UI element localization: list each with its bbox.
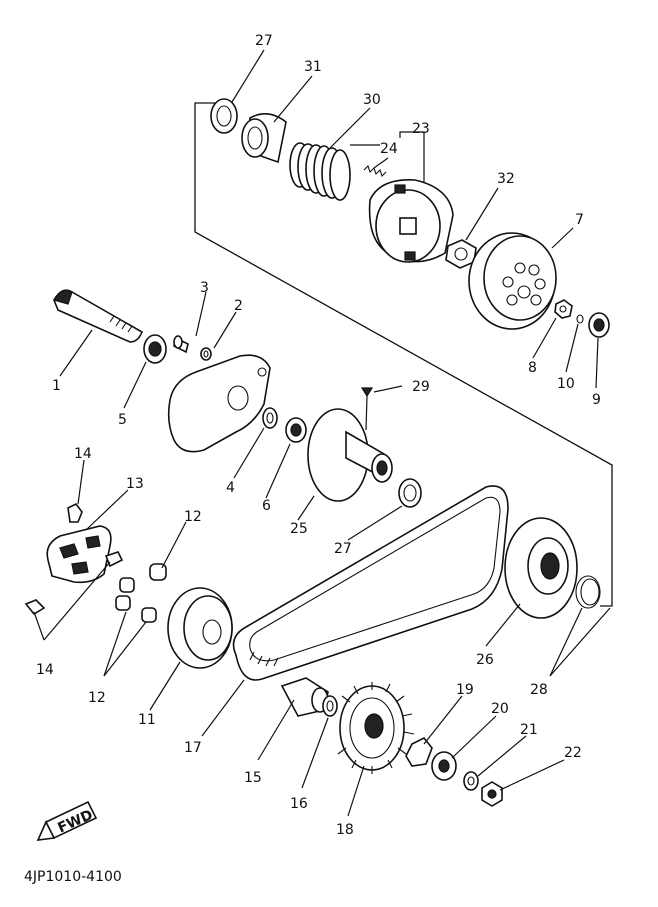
part-14-slider-upper xyxy=(67,502,83,523)
callout-31: 31 xyxy=(304,59,322,75)
part-5-bearing xyxy=(143,334,167,364)
part-24-spring-small xyxy=(363,164,387,178)
callout-5: 5 xyxy=(118,412,127,428)
part-31-collar xyxy=(241,113,287,164)
part-29-pin xyxy=(360,387,374,431)
callout-1: 1 xyxy=(52,378,61,394)
part-cover-gasket xyxy=(167,354,271,453)
part-27-oil-seal-lower xyxy=(398,478,422,508)
fwd-arrow-icon: FWD xyxy=(36,800,98,841)
callout-12-lower: 12 xyxy=(88,690,106,706)
part-11-primary-sheave xyxy=(167,587,233,669)
part-20-holder xyxy=(431,751,457,781)
part-18-fixed-sheave-fan xyxy=(337,682,415,774)
callout-18: 18 xyxy=(336,822,354,838)
callout-22: 22 xyxy=(564,745,582,761)
part-26-secondary-sheave xyxy=(504,517,578,619)
callout-23: 23 xyxy=(412,121,430,137)
callout-11: 11 xyxy=(138,712,156,728)
part-23-clutch-carrier xyxy=(368,179,454,263)
part-10-circlip xyxy=(576,314,584,324)
assembly-frame xyxy=(194,102,613,607)
part-4-washer xyxy=(262,407,278,429)
callout-16: 16 xyxy=(290,796,308,812)
leader-lines xyxy=(33,49,611,817)
part-30-compression-spring xyxy=(289,142,351,201)
part-3-bolt xyxy=(173,335,189,354)
callout-4: 4 xyxy=(226,480,235,496)
part-1-primary-shaft xyxy=(53,289,144,343)
callout-10: 10 xyxy=(557,376,575,392)
callout-28: 28 xyxy=(530,682,548,698)
callout-14-bottom: 14 xyxy=(36,662,54,678)
callout-3: 3 xyxy=(200,280,209,296)
callout-9: 9 xyxy=(592,392,601,408)
callout-2: 2 xyxy=(234,298,243,314)
callout-7: 7 xyxy=(575,212,584,228)
part-9-bearing xyxy=(588,312,610,338)
callout-29: 29 xyxy=(412,379,430,395)
part-22-nut xyxy=(481,781,503,807)
part-2-washer xyxy=(200,347,212,361)
callout-8: 8 xyxy=(528,360,537,376)
part-12-weights xyxy=(115,563,167,623)
callout-30: 30 xyxy=(363,92,381,108)
callout-6: 6 xyxy=(262,498,271,514)
part-8-nut xyxy=(554,299,573,319)
callout-26: 26 xyxy=(476,652,494,668)
part-6-bearing xyxy=(285,417,307,443)
part-15-collar xyxy=(280,677,329,717)
diagram-code: 4JP1010-4100 xyxy=(24,869,122,885)
callout-15: 15 xyxy=(244,770,262,786)
part-7-clutch-housing xyxy=(468,232,557,330)
callout-14-top: 14 xyxy=(74,446,92,462)
callout-12-upper: 12 xyxy=(184,509,202,525)
part-28-circlip xyxy=(575,575,601,609)
part-25-sliding-sheave xyxy=(307,408,393,502)
part-19-washer xyxy=(405,736,433,767)
callout-labels: 27 31 30 23 24 32 7 3 2 1 5 8 10 9 29 4 … xyxy=(36,33,601,838)
part-17-v-belt xyxy=(232,485,509,681)
callout-24: 24 xyxy=(380,141,398,157)
part-13-cam xyxy=(46,525,112,584)
callout-20: 20 xyxy=(491,701,509,717)
part-16-washer xyxy=(322,695,338,717)
part-27-oil-seal-upper xyxy=(210,98,238,134)
part-21-washer xyxy=(463,771,479,791)
part-14-slider-left xyxy=(24,599,46,616)
callout-32: 32 xyxy=(497,171,515,187)
callout-27-upper: 27 xyxy=(255,33,273,49)
callout-25: 25 xyxy=(290,521,308,537)
callout-27-lower: 27 xyxy=(334,541,352,557)
callout-21: 21 xyxy=(520,722,538,738)
callout-19: 19 xyxy=(456,682,474,698)
callout-17: 17 xyxy=(184,740,202,756)
callout-13: 13 xyxy=(126,476,144,492)
